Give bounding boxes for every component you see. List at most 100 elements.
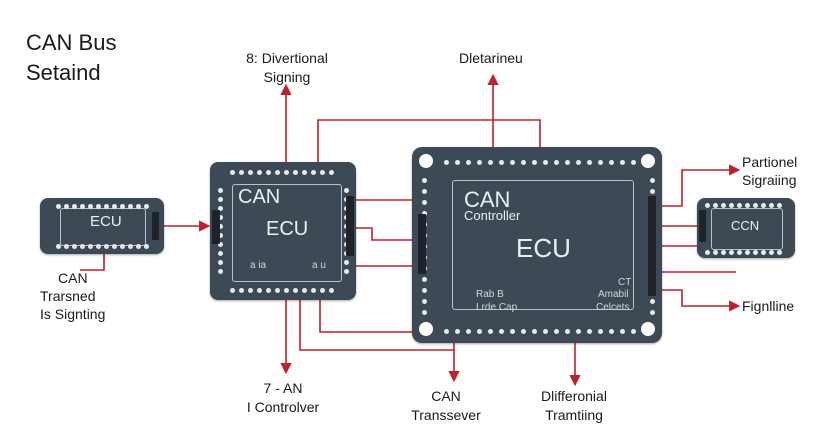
pin — [498, 328, 504, 334]
ecu-label: ECU — [90, 213, 122, 230]
board-note-left-2: Lrde Cap — [476, 302, 518, 313]
label-left-bottom-line-3: Is Signting — [40, 306, 106, 322]
pin — [87, 243, 93, 249]
pin — [542, 328, 548, 334]
pin — [649, 177, 655, 183]
label-left-bottom: CAN Trarsned Is Signting — [40, 270, 105, 323]
board-chip-outline — [232, 184, 342, 282]
pin — [608, 328, 614, 334]
mounting-hole — [419, 322, 433, 336]
pin — [229, 169, 235, 175]
pin — [531, 159, 537, 165]
pin-header — [648, 196, 656, 296]
pin — [630, 159, 636, 165]
pin — [135, 203, 141, 209]
pin — [111, 203, 117, 209]
pin — [256, 287, 262, 293]
pin — [597, 159, 603, 165]
pin — [509, 328, 515, 334]
board-chip-outline — [452, 180, 634, 310]
pin — [712, 249, 718, 255]
pin — [55, 243, 61, 249]
wire — [80, 254, 105, 271]
pin — [217, 241, 223, 247]
pin — [143, 243, 149, 249]
pin — [421, 177, 427, 183]
pin — [619, 159, 625, 165]
pin — [217, 205, 223, 211]
label-bottom-right-line-2: Tramtiing — [545, 407, 603, 423]
pin — [95, 203, 101, 209]
pin — [776, 202, 782, 208]
pin — [265, 169, 271, 175]
pin — [520, 159, 526, 165]
pin — [238, 169, 244, 175]
pin — [292, 287, 298, 293]
wire — [354, 227, 420, 241]
board-note-right-3: Celcets — [596, 302, 630, 313]
board-note-right-1: CT — [618, 277, 632, 288]
ecu-label: ECU — [516, 233, 571, 263]
pin — [575, 159, 581, 165]
pin — [217, 223, 223, 229]
pin — [586, 328, 592, 334]
pin — [465, 328, 471, 334]
pin — [274, 287, 280, 293]
pin — [292, 169, 298, 175]
label-right-top-line-2: Sigraiing — [742, 172, 797, 188]
pin-header — [699, 210, 706, 242]
pin — [454, 159, 460, 165]
pin — [630, 328, 636, 334]
label-bottom-left: 7 - AN I Controlver — [228, 380, 338, 416]
pin — [776, 249, 782, 255]
label-top-left-line-2: Signing — [263, 69, 311, 85]
can-ecu-board: CAN ECU a ia a u — [210, 162, 356, 300]
pin — [712, 202, 718, 208]
label-bottom-left-line-2: I Controlver — [246, 399, 320, 415]
pin — [127, 203, 133, 209]
pin — [310, 287, 316, 293]
board-heading: CAN — [464, 187, 511, 212]
pin — [103, 203, 109, 209]
pin — [720, 202, 726, 208]
wire — [319, 296, 420, 333]
pin — [498, 159, 504, 165]
ccn-board-small-right: CCN — [697, 198, 795, 258]
pin — [728, 202, 734, 208]
pin — [760, 202, 766, 208]
pin — [619, 328, 625, 334]
pin — [520, 328, 526, 334]
pin — [487, 328, 493, 334]
pin — [421, 210, 427, 216]
pin — [720, 249, 726, 255]
pin — [247, 287, 253, 293]
pin — [274, 169, 280, 175]
label-left-bottom-line-1: CAN — [58, 270, 88, 286]
pin — [564, 328, 570, 334]
pin — [135, 243, 141, 249]
pin-header — [346, 196, 354, 256]
label-bottom-mid-line-2: Transsever — [411, 407, 481, 423]
label-right-bottom: Fignlline — [742, 298, 795, 314]
pin — [736, 249, 742, 255]
pin — [421, 287, 427, 293]
pin — [728, 249, 734, 255]
pin — [310, 169, 316, 175]
label-bottom-mid-line-1: CAN — [431, 388, 461, 404]
pin — [575, 328, 581, 334]
ccn-label: CCN — [731, 218, 760, 233]
pin — [752, 202, 758, 208]
pin — [63, 203, 69, 209]
pin — [465, 159, 471, 165]
pin — [143, 203, 149, 209]
pin — [343, 268, 349, 274]
pin — [597, 328, 603, 334]
pin — [217, 187, 223, 193]
label-top-right: Dletarineu — [459, 50, 523, 66]
pin — [608, 159, 614, 165]
board-chip-outline — [60, 208, 146, 246]
label-bottom-mid: CAN Transsever — [400, 388, 492, 424]
pin — [649, 188, 655, 194]
title-line-1: CAN Bus — [26, 30, 117, 55]
wire — [317, 119, 541, 168]
